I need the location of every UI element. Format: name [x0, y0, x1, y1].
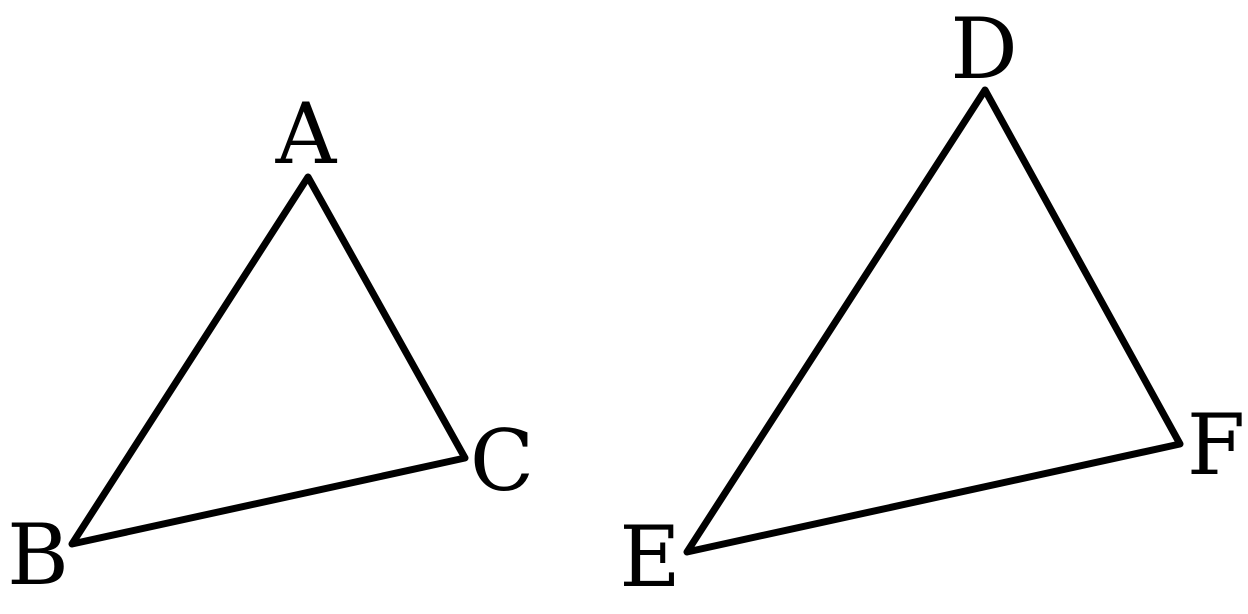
- triangle-def: D E F: [619, 0, 1245, 606]
- vertex-label-f: F: [1187, 396, 1245, 494]
- vertex-label-e: E: [619, 508, 680, 606]
- triangle-def-outline: [683, 86, 1184, 556]
- triangle-abc-outline: [68, 173, 469, 548]
- vertex-label-d: D: [950, 0, 1017, 98]
- vertex-label-a: A: [275, 85, 338, 183]
- vertex-label-c: C: [470, 412, 534, 510]
- triangle-abc: A B C: [7, 85, 534, 604]
- vertex-label-b: B: [7, 506, 69, 604]
